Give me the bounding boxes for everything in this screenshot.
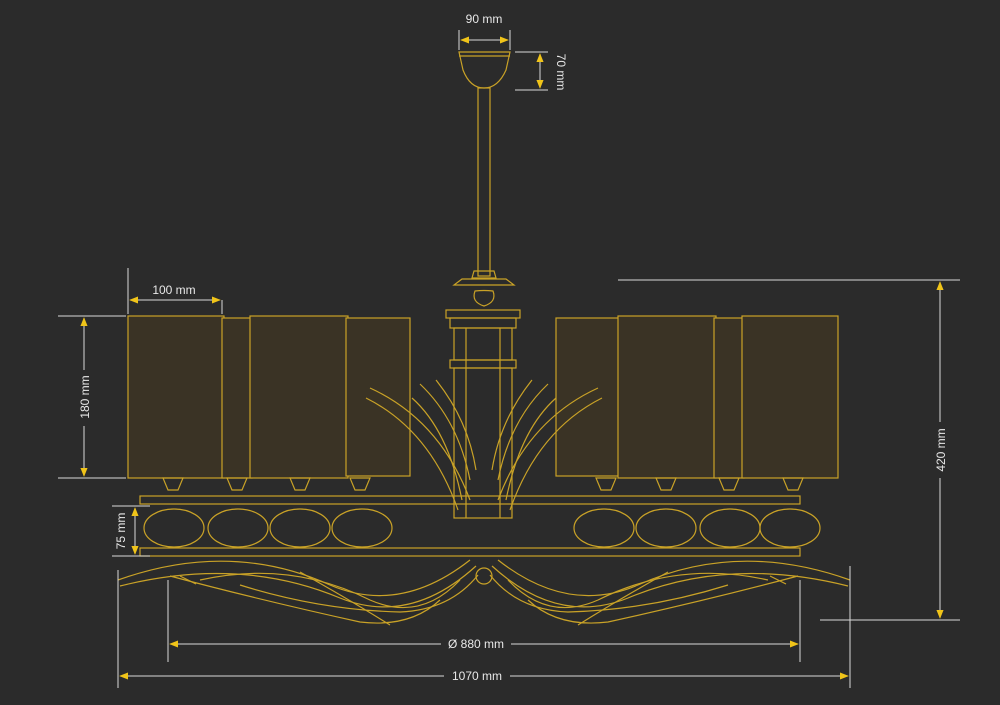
shade-height-label: 180 mm: [78, 375, 92, 418]
central-collar: [445, 270, 521, 519]
shade-left-1: [127, 315, 225, 479]
crystals-right: [573, 508, 821, 548]
ceiling-canopy: [458, 51, 511, 89]
chandelier: [117, 51, 851, 626]
total-width-label: 1070 mm: [452, 669, 502, 683]
frame-ring: [139, 495, 801, 557]
shade-right-3: [713, 317, 745, 479]
suspension-rod: [477, 87, 491, 277]
diameter-label: Ø 880 mm: [448, 637, 504, 651]
bulb-holders: [162, 477, 804, 491]
shade-left-4: [345, 317, 411, 477]
shade-right-4: [741, 315, 839, 479]
shade-right-1: [555, 317, 621, 477]
crystal-height-label: 75 mm: [114, 513, 128, 550]
canopy-width-label: 90 mm: [466, 12, 503, 26]
crystals-left: [143, 508, 393, 548]
shade-right-2: [617, 315, 717, 479]
upper-arms: [365, 379, 603, 511]
canopy-height-label: 70 mm: [554, 54, 568, 91]
total-height-label: 420 mm: [934, 428, 948, 471]
shade-left-2: [221, 317, 253, 479]
lower-arms: [117, 559, 851, 626]
dimension-labels: 90 mm 70 mm 100 mm 180 mm 75 mm 420 mm Ø…: [76, 10, 948, 684]
shade-width-label: 100 mm: [152, 283, 195, 297]
shade-left-3: [249, 315, 349, 479]
